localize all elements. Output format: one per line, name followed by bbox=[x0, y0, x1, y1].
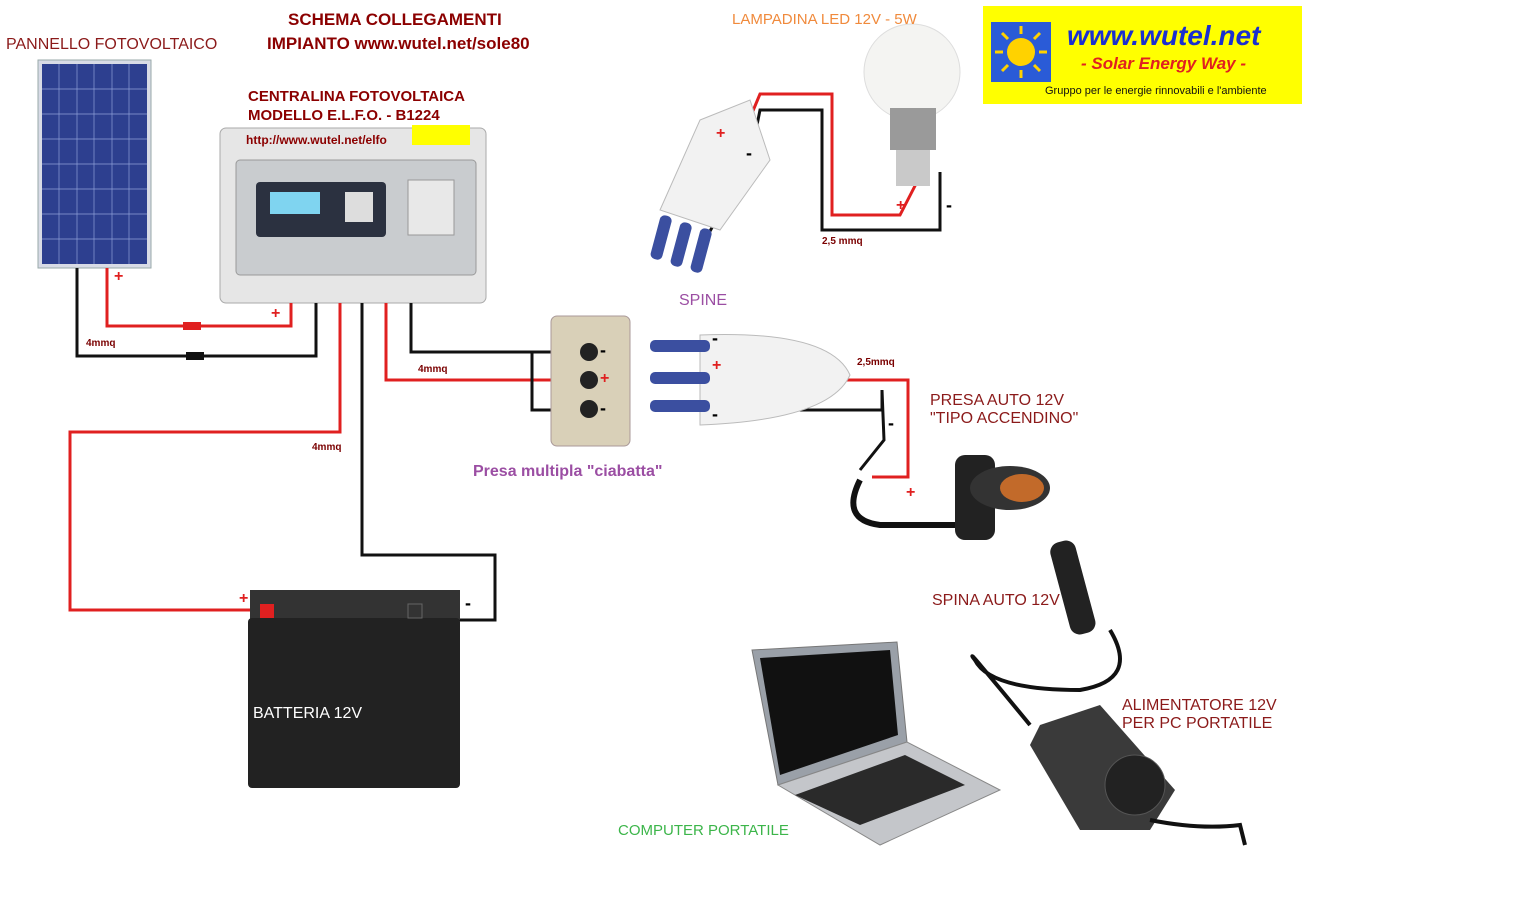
minus-mark: - bbox=[888, 413, 894, 433]
wutel-logo[interactable]: www.wutel.net - Solar Energy Way - Grupp… bbox=[983, 6, 1302, 104]
lamp-label: LAMPADINA LED 12V - 5W bbox=[732, 11, 917, 28]
car-plug-icon bbox=[970, 540, 1122, 727]
plus-mark: + bbox=[239, 590, 249, 607]
controller-label-line2: MODELLO E.L.F.O. - B1224 bbox=[248, 107, 440, 124]
plus-mark: + bbox=[906, 484, 916, 501]
cable-size-label: 2,5 mmq bbox=[822, 236, 863, 247]
minus-mark: - bbox=[600, 398, 606, 418]
power-strip-label: Presa multipla "ciabatta" bbox=[473, 463, 663, 480]
power-adapter-icon bbox=[1030, 705, 1247, 846]
battery-label: BATTERIA 12V bbox=[253, 705, 363, 722]
plus-mark: + bbox=[896, 197, 906, 214]
logo-site: www.wutel.net bbox=[1067, 20, 1261, 51]
sun-icon bbox=[991, 22, 1051, 82]
car-socket-label-line2: "TIPO ACCENDINO" bbox=[930, 410, 1079, 427]
cable-size-label: 4mmq bbox=[418, 364, 448, 375]
controller-box-icon bbox=[219, 125, 487, 304]
minus-mark: - bbox=[712, 404, 718, 424]
laptop-label: COMPUTER PORTATILE bbox=[618, 822, 789, 839]
plug-icon bbox=[650, 334, 851, 426]
controller-label-line1: CENTRALINA FOTOVOLTAICA bbox=[248, 88, 465, 105]
logo-subtitle: Gruppo per le energie rinnovabili e l'am… bbox=[1045, 85, 1267, 97]
plus-mark: + bbox=[712, 357, 722, 374]
fuse-icon bbox=[183, 322, 201, 330]
minus-mark: - bbox=[465, 593, 471, 613]
controller-url[interactable]: http://www.wutel.net/elfo bbox=[246, 133, 387, 147]
laptop-icon bbox=[751, 641, 1002, 846]
minus-mark: - bbox=[600, 340, 606, 360]
cable-size-label: 4mmq bbox=[312, 442, 342, 453]
led-bulb-icon bbox=[863, 23, 961, 186]
car-socket-label-line1: PRESA AUTO 12V bbox=[930, 392, 1064, 409]
diagram-title: SCHEMA COLLEGAMENTI bbox=[288, 10, 502, 29]
power-strip-icon bbox=[550, 315, 631, 447]
car-plug-label: SPINA AUTO 12V bbox=[932, 592, 1060, 609]
plus-mark: + bbox=[600, 370, 610, 387]
plus-mark: + bbox=[716, 125, 726, 142]
solar-panel-icon bbox=[37, 59, 152, 269]
minus-mark: - bbox=[746, 143, 752, 163]
minus-mark: - bbox=[712, 328, 718, 348]
logo-tagline: - Solar Energy Way - bbox=[1081, 54, 1247, 73]
adapter-label-line2: PER PC PORTATILE bbox=[1122, 715, 1273, 732]
cable-size-label: 2,5mmq bbox=[857, 357, 895, 368]
minus-mark: - bbox=[946, 195, 952, 215]
plug-icon bbox=[650, 99, 771, 273]
cable-size-label: 4mmq bbox=[86, 338, 116, 349]
car-socket-icon bbox=[850, 455, 1050, 540]
battery-icon bbox=[248, 590, 460, 788]
plus-mark: + bbox=[271, 305, 281, 322]
adapter-label-line1: ALIMENTATORE 12V bbox=[1122, 697, 1277, 714]
panel-label: PANNELLO FOTOVOLTAICO bbox=[6, 36, 218, 53]
diagram-subtitle: IMPIANTO www.wutel.net/sole80 bbox=[267, 34, 530, 53]
fuse-icon bbox=[186, 352, 204, 360]
plus-mark: + bbox=[114, 268, 124, 285]
plugs-label: SPINE bbox=[679, 292, 728, 309]
